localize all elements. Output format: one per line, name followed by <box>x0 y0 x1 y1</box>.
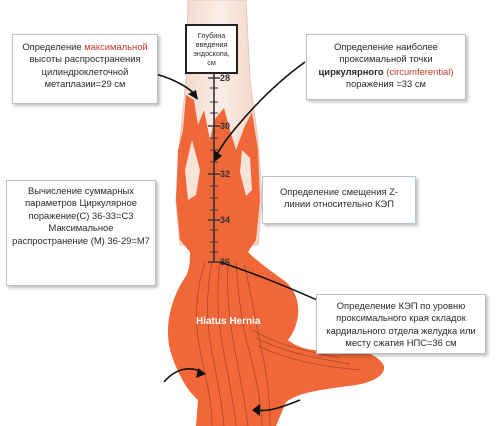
arrow-head-circumferential <box>214 150 222 162</box>
max-height-box: Определение максимальной высоты распрост… <box>12 34 158 104</box>
pale-island-left <box>185 140 200 200</box>
circ-line-2: проксимальной точки <box>339 53 433 65</box>
gej-line-4: месту сжатия НПС=36 см <box>345 337 457 349</box>
gej-line-3: кардиального отдела желудка или <box>326 324 476 336</box>
hiatus-hernia-label: Hiatus Hernia <box>196 316 261 327</box>
max-height-highlight: максимальной <box>84 41 148 52</box>
ruler-minor-ticks <box>210 87 218 253</box>
depth-line-4: см <box>207 58 216 67</box>
tick-label-34: 34 <box>220 215 230 225</box>
pale-island-right <box>240 150 252 196</box>
tick-label-30: 30 <box>220 121 230 131</box>
zline-line-1: Определение смещения Z-линии <box>280 186 398 210</box>
circ-line-1: Определение наиболее <box>334 41 438 52</box>
circ-line-4: поражения =33 см <box>346 78 426 90</box>
gej-box: Определение КЭП по уровню проксимального… <box>316 294 486 354</box>
max-height-text: Определение <box>22 41 85 52</box>
tick-label-32: 32 <box>220 169 230 179</box>
summary-line-3: Циркулярное поражение(С) <box>28 197 137 221</box>
gej-line-2: проксимального края складок <box>336 312 466 324</box>
circumferential-box: Определение наиболее проксимальной точки… <box>306 34 466 100</box>
arrow-circumferential <box>215 61 306 157</box>
arrow-head-lower-right <box>252 404 260 416</box>
circ-bold-word: циркулярного <box>318 65 384 77</box>
zline-box: Определение смещения Z-линии относительн… <box>262 176 416 224</box>
depth-line-3: эндоскопа, <box>193 49 230 58</box>
summary-box: Вычисление суммарных параметров Циркуляр… <box>6 180 156 286</box>
summary-line-4: 36-33=С3 <box>92 209 134 221</box>
summary-line-6: распространение (М) <box>12 234 105 246</box>
summary-line-7: 36-29=М7 <box>107 234 150 246</box>
stomach-folds <box>196 261 361 426</box>
max-height-line-2: высоты распространения <box>29 53 141 65</box>
depth-line-1: Глубина <box>197 31 226 40</box>
summary-line-2: параметров <box>25 197 77 209</box>
zline-line-2: относительно КЭП <box>312 198 394 210</box>
circ-line-3: циркулярного (circumferential) <box>319 66 454 77</box>
summary-line-1: Вычисление суммарных <box>28 185 134 196</box>
tick-label-28: 28 <box>220 73 230 83</box>
max-height-line-4: метаплазии=29 см <box>44 78 126 90</box>
tick-label-36: 36 <box>220 257 230 267</box>
depth-line-2: введения <box>195 40 228 49</box>
gej-line-1: Определение КЭП по уровню <box>336 300 466 311</box>
hiatus-hernia <box>167 252 385 426</box>
arrow-head-lower-left <box>196 368 206 378</box>
ruler-major-ticks <box>208 77 220 263</box>
max-height-line-3: цилиндроклеточной <box>41 65 129 77</box>
arrow-head-max-height <box>188 90 198 100</box>
circ-red-word: (circumferential) <box>383 65 454 77</box>
max-height-line-1: Определение максимальной <box>22 41 147 52</box>
insertion-depth-box: Глубина введения эндоскопа, см <box>185 24 238 74</box>
summary-line-5: Максимальное <box>48 222 114 234</box>
